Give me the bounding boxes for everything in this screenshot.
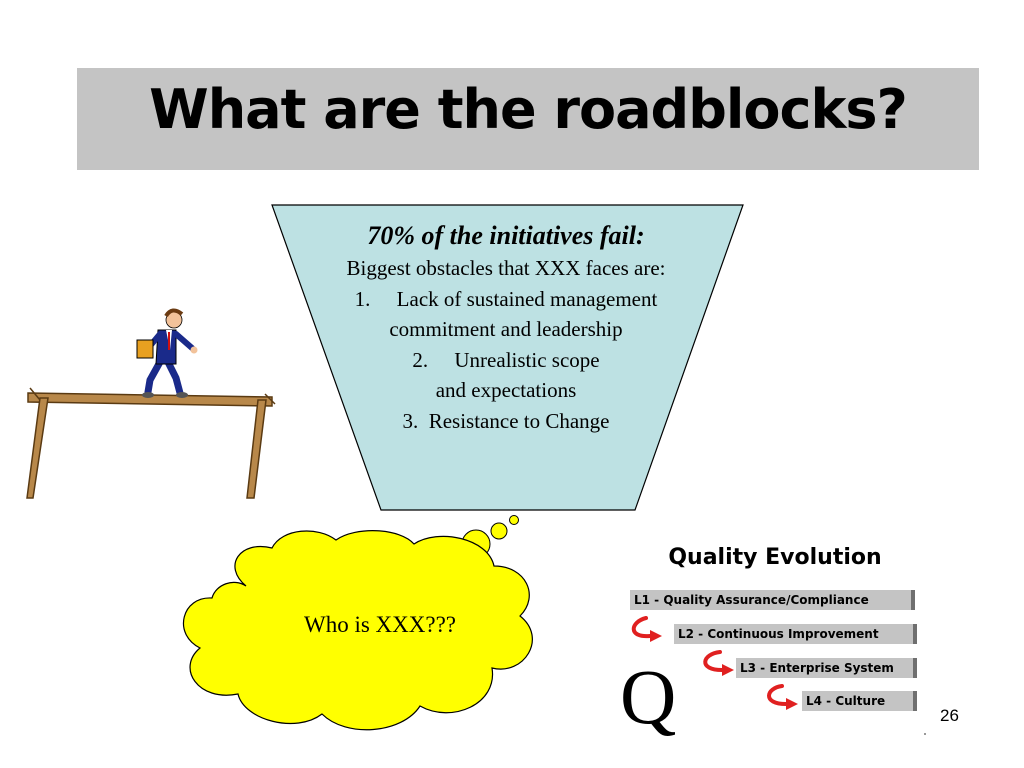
- quality-level-4: L4 - Culture: [802, 691, 917, 711]
- arrow-l1-to-l2: [631, 616, 652, 639]
- thought-cloud-shape: [183, 530, 533, 731]
- quality-level-4-label: L4 - Culture: [806, 694, 886, 708]
- quality-evolution-title: Quality Evolution: [668, 545, 882, 570]
- funnel-intro: Biggest obstacles that XXX faces are:: [346, 256, 666, 280]
- funnel-text: 70% of the initiatives fail: Biggest obs…: [290, 219, 722, 436]
- quality-level-1-label: L1 - Quality Assurance/Compliance: [634, 593, 869, 607]
- quality-level-1-shadow: [911, 590, 915, 610]
- quality-level-1: L1 - Quality Assurance/Compliance: [630, 590, 915, 610]
- thought-bubble-small: [509, 515, 519, 525]
- obstacle-2-line2: and expectations: [435, 378, 577, 402]
- obstacle-1-line2: commitment and leadership: [389, 317, 623, 341]
- arrow-heads: [650, 630, 798, 710]
- slide-title: What are the roadblocks?: [149, 78, 908, 141]
- obstacle-3: 3. Resistance to Change: [402, 408, 610, 433]
- page-number: 26: [940, 706, 959, 725]
- quality-level-3-shadow: [913, 658, 917, 678]
- footer-mark: [924, 733, 926, 735]
- quality-level-2-shadow: [913, 624, 917, 644]
- title-bar: What are the roadblocks?: [77, 68, 979, 170]
- quality-level-4-shadow: [913, 691, 917, 711]
- plank-bridge: [26, 387, 276, 499]
- arrow-l3-to-l4: [767, 684, 788, 706]
- businessman-illustration: [136, 308, 198, 398]
- arrow-head-l2: [650, 630, 662, 642]
- level-arrows: [631, 616, 788, 706]
- arrow-head-l3: [722, 664, 734, 676]
- quality-level-3: L3 - Enterprise System: [736, 658, 917, 678]
- arrow-head-l4: [786, 698, 798, 710]
- quality-level-2: L2 - Continuous Improvement: [674, 624, 917, 644]
- arrow-l2-to-l3: [703, 650, 724, 672]
- thought-cloud-text: Who is XXX???: [303, 612, 456, 637]
- quality-level-3-label: L3 - Enterprise System: [740, 661, 894, 675]
- quality-symbol: Q: [620, 653, 677, 740]
- quality-level-2-label: L2 - Continuous Improvement: [678, 627, 879, 641]
- obstacle-2-line1: 2. Unrealistic scope: [412, 347, 600, 372]
- funnel-shape: [271, 204, 744, 511]
- thought-bubble-medium: [490, 522, 508, 540]
- funnel-heading: 70% of the initiatives fail:: [367, 221, 645, 250]
- obstacle-1-line1: 1. Lack of sustained management: [354, 286, 658, 311]
